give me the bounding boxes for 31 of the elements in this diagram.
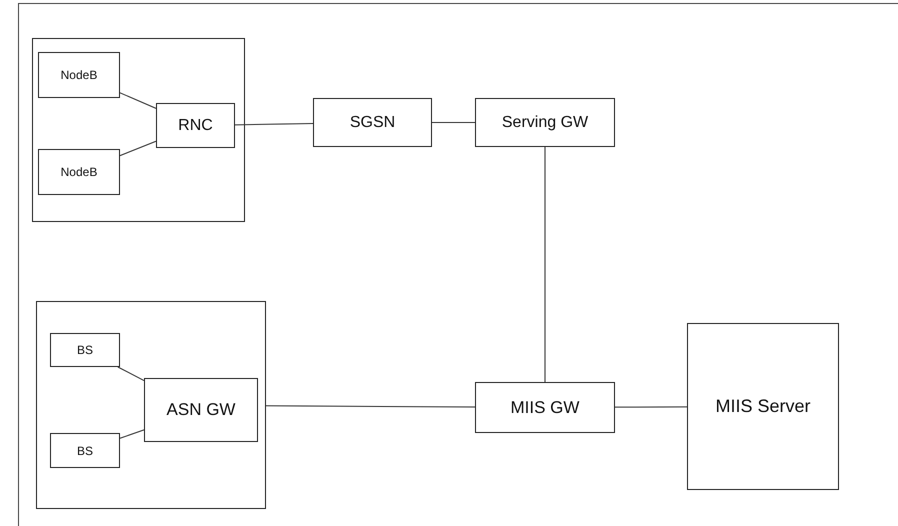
process-box — [144, 378, 258, 442]
connector-line — [266, 405, 476, 408]
group-box — [32, 38, 245, 222]
connector-line — [544, 146, 546, 382]
node-label: ASN GW — [166, 400, 236, 420]
process-box — [687, 323, 839, 490]
node-label: NodeB — [60, 68, 98, 82]
node-label: BS — [76, 343, 93, 357]
connector-line — [432, 122, 476, 123]
process-box — [50, 333, 120, 367]
connector-line — [117, 366, 144, 382]
node-label: MIIS GW — [510, 398, 580, 418]
node-label: MIIS Server — [715, 396, 811, 417]
process-box — [50, 433, 120, 468]
group-box — [36, 301, 266, 509]
node-label: BS — [76, 444, 93, 458]
process-box — [156, 103, 235, 148]
process-box — [313, 98, 432, 147]
connector-line — [120, 429, 144, 439]
connector-line — [120, 92, 156, 109]
node-label: RNC — [178, 116, 213, 134]
process-box — [38, 52, 120, 98]
node-label: SGSN — [350, 114, 396, 132]
process-box — [38, 149, 120, 195]
connector-line — [614, 406, 688, 408]
process-box — [475, 98, 615, 147]
node-label: Serving GW — [502, 114, 588, 132]
process-box — [475, 382, 615, 433]
connector-line — [234, 123, 314, 126]
connector-line — [120, 140, 156, 156]
node-label: NodeB — [60, 165, 98, 179]
